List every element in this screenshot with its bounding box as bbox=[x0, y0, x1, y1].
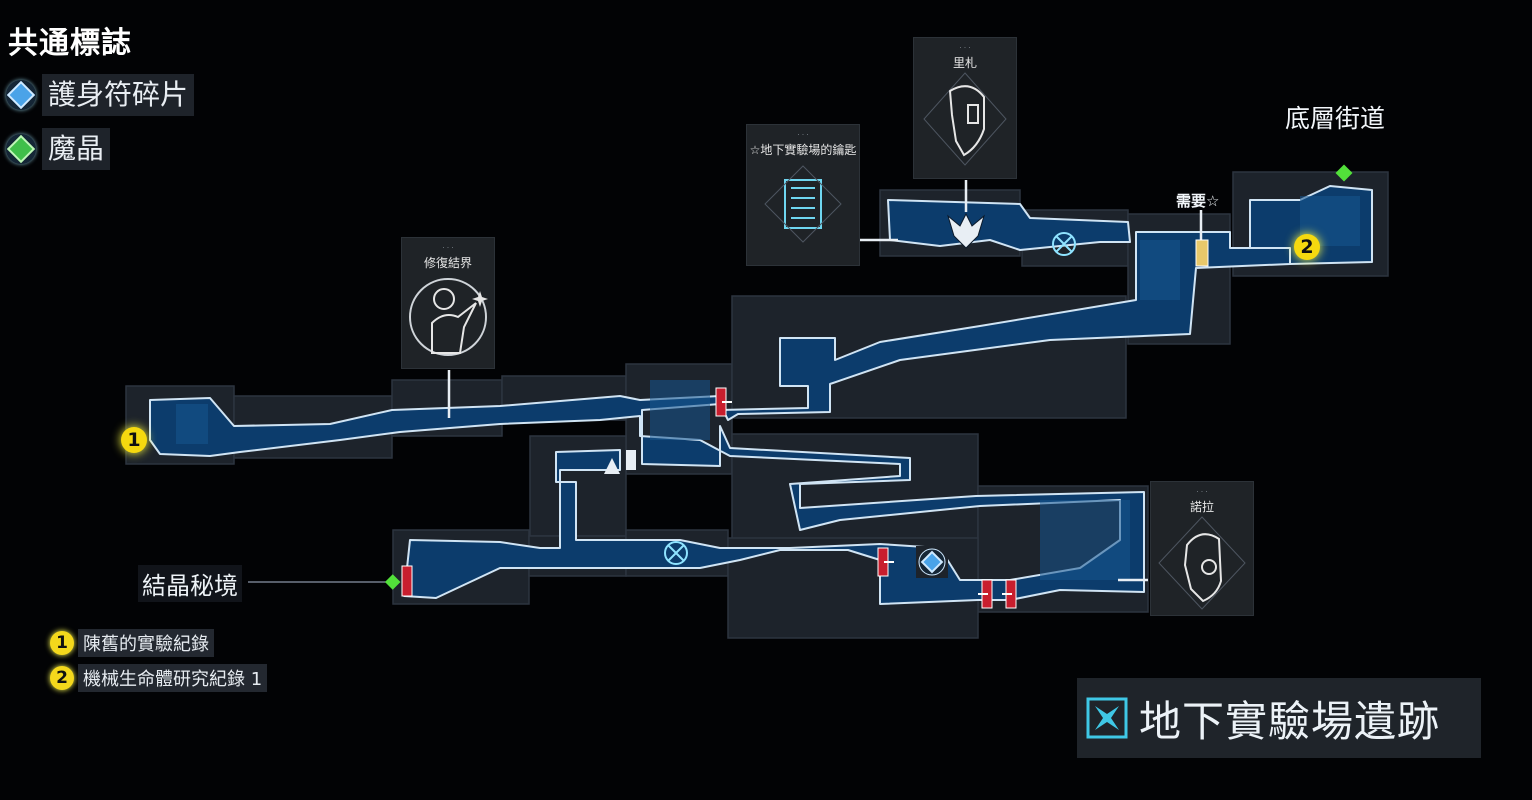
locked-door-icon[interactable] bbox=[1195, 239, 1209, 267]
legend-title: 共通標誌 bbox=[8, 26, 132, 61]
location-label-street: 底層街道 bbox=[1285, 104, 1386, 133]
card-name: 里札 bbox=[952, 56, 977, 70]
record-badge-1: 1 bbox=[50, 631, 74, 655]
legend-item-amulet-shard: 護身符碎片 bbox=[6, 74, 195, 116]
record-marker-2[interactable]: 2 bbox=[1294, 234, 1320, 260]
red-door-icon[interactable] bbox=[1002, 579, 1017, 609]
card-name: 修復結界 bbox=[423, 256, 472, 270]
card-caption: · · · bbox=[797, 131, 809, 139]
region-name: 地下實驗場遺跡 bbox=[1139, 696, 1441, 746]
magic-crystal-icon bbox=[6, 134, 36, 164]
key-card-icon bbox=[764, 165, 842, 243]
boss-card-top[interactable]: · · · 里札 bbox=[913, 37, 1017, 179]
red-door-icon[interactable] bbox=[978, 579, 993, 609]
card-caption: · · · bbox=[442, 244, 454, 252]
region-icon bbox=[1086, 697, 1128, 739]
record-badge-2: 2 bbox=[50, 666, 74, 690]
red-door-icon[interactable] bbox=[715, 387, 732, 417]
key-card[interactable]: · · · ☆地下實驗場的鑰匙 bbox=[746, 124, 860, 266]
card-caption: · · · bbox=[959, 44, 971, 52]
requirement-label: 需要☆ bbox=[1176, 192, 1220, 210]
boss-crest-icon[interactable] bbox=[947, 212, 985, 249]
card-name: 諾拉 bbox=[1189, 500, 1214, 514]
card-name: ☆地下實驗場的鑰匙 bbox=[749, 143, 857, 157]
skill-card[interactable]: · · · 修復結界 bbox=[401, 237, 495, 369]
boss-card-right[interactable]: · · · 諾拉 bbox=[1150, 481, 1254, 616]
red-door-icon[interactable] bbox=[401, 565, 413, 597]
legend-label: 護身符碎片 bbox=[42, 74, 195, 116]
save-point-icon[interactable] bbox=[664, 541, 688, 565]
record-note-1: 1 陳舊的實驗紀錄 bbox=[50, 629, 214, 657]
boss-portrait-icon bbox=[923, 72, 1007, 166]
record-note-text: 機械生命體研究紀錄 1 bbox=[78, 664, 268, 692]
record-note-text: 陳舊的實驗紀錄 bbox=[78, 629, 214, 657]
legend-item-magic-crystal: 魔晶 bbox=[6, 128, 111, 170]
location-label-crystal-realm: 結晶秘境 bbox=[138, 565, 242, 602]
amulet-shard-icon[interactable] bbox=[916, 546, 948, 578]
skill-portrait-icon bbox=[409, 278, 488, 356]
record-note-2: 2 機械生命體研究紀錄 1 bbox=[50, 664, 268, 692]
connector-lines bbox=[447, 180, 1203, 582]
record-marker-1[interactable]: 1 bbox=[121, 427, 147, 453]
legend-label: 魔晶 bbox=[42, 128, 111, 170]
teleport-stand-icon[interactable] bbox=[604, 450, 636, 474]
amulet-shard-icon bbox=[6, 80, 36, 110]
card-caption: · · · bbox=[1196, 488, 1208, 496]
exit-marker-icon[interactable] bbox=[384, 574, 401, 590]
region-name-panel: 地下實驗場遺跡 bbox=[1077, 678, 1481, 758]
red-door-icon[interactable] bbox=[877, 547, 894, 577]
boss-portrait-icon bbox=[1158, 516, 1246, 610]
save-point-icon[interactable] bbox=[1052, 232, 1076, 256]
